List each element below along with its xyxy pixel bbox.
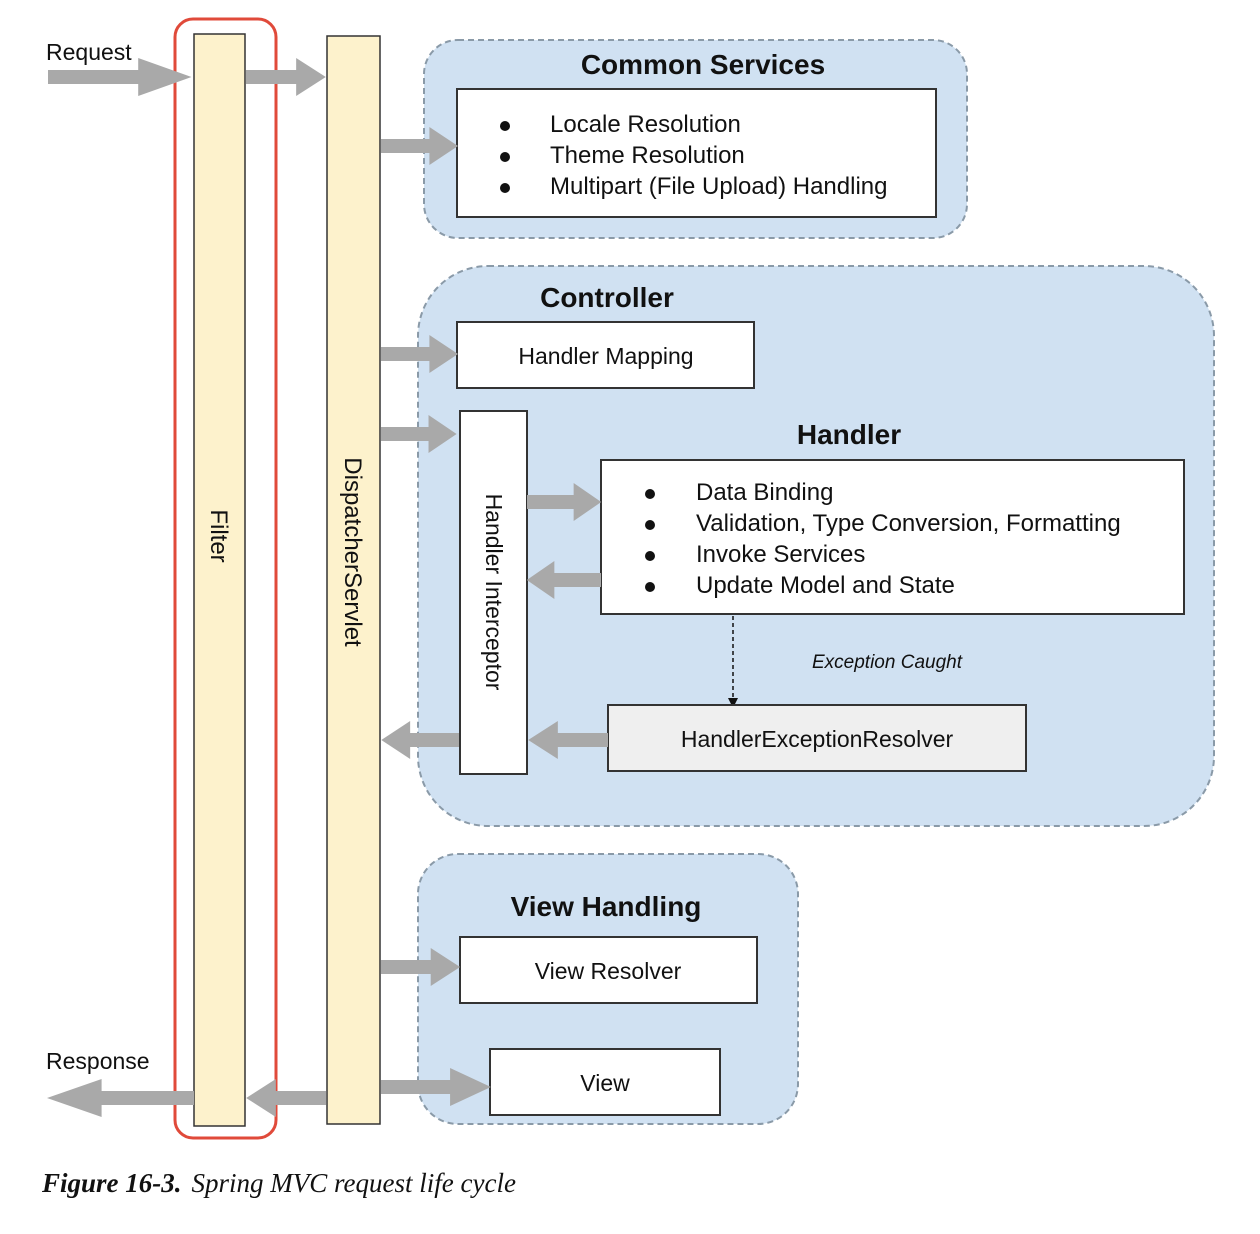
figure-number: Figure 16-3. xyxy=(42,1168,182,1198)
handler-item: Data Binding xyxy=(696,479,833,506)
view-box xyxy=(489,1048,721,1116)
handler-item: Validation, Type Conversion, Formatting xyxy=(696,510,1121,537)
handler-item: Update Model and State xyxy=(696,572,955,599)
controller-title: Controller xyxy=(540,282,674,313)
exception-caught-label: Exception Caught xyxy=(812,652,963,673)
view-resolver-label: View Resolver xyxy=(535,958,682,984)
dispatcher-servlet-pillar xyxy=(326,35,381,1125)
response-label: Response xyxy=(46,1048,150,1074)
exception-resolver-box xyxy=(607,704,1027,772)
response-arrow xyxy=(47,1079,195,1117)
filter-label: Filter xyxy=(205,509,232,562)
bullet xyxy=(645,489,655,499)
handler-interceptor-box xyxy=(459,410,528,775)
exception-resolver-label: HandlerExceptionResolver xyxy=(681,726,954,752)
handler-mapping-label: Handler Mapping xyxy=(518,343,693,369)
filter-pillar xyxy=(193,33,246,1127)
handler-title: Handler xyxy=(797,419,901,450)
figure-caption: Figure 16-3. Spring MVC request life cycl… xyxy=(42,1168,516,1199)
common-service-item: Theme Resolution xyxy=(550,142,745,169)
request-label: Request xyxy=(46,39,132,65)
handler-interceptor-label: Handler Interceptor xyxy=(481,494,507,691)
handler-box xyxy=(600,459,1185,615)
dispatcher-to-filter-arrow xyxy=(246,1079,326,1117)
bullet xyxy=(500,121,510,131)
bullet xyxy=(500,152,510,162)
common-service-item: Multipart (File Upload) Handling xyxy=(550,173,887,200)
figure-caption-text: Spring MVC request life cycle xyxy=(191,1168,516,1198)
view-resolver-box xyxy=(459,936,758,1004)
bullet xyxy=(500,183,510,193)
common-service-item: Locale Resolution xyxy=(550,111,741,138)
bullet xyxy=(645,551,655,561)
view-handling-title: View Handling xyxy=(511,891,702,922)
handler-mapping-box xyxy=(456,321,755,389)
filter-highlight xyxy=(173,17,278,1140)
exception-arrowhead xyxy=(728,698,738,708)
bullet xyxy=(645,582,655,592)
view-label: View xyxy=(580,1070,630,1096)
filter-to-dispatcher-arrow xyxy=(246,58,326,96)
bullet xyxy=(645,520,655,530)
common-services-title: Common Services xyxy=(581,49,825,80)
spring-mvc-lifecycle-diagram: Common Services Controller View Handling… xyxy=(46,17,1215,1140)
dispatcher-servlet-label: DispatcherServlet xyxy=(339,457,366,647)
handler-item: Invoke Services xyxy=(696,541,865,568)
common-services-box xyxy=(456,88,937,218)
